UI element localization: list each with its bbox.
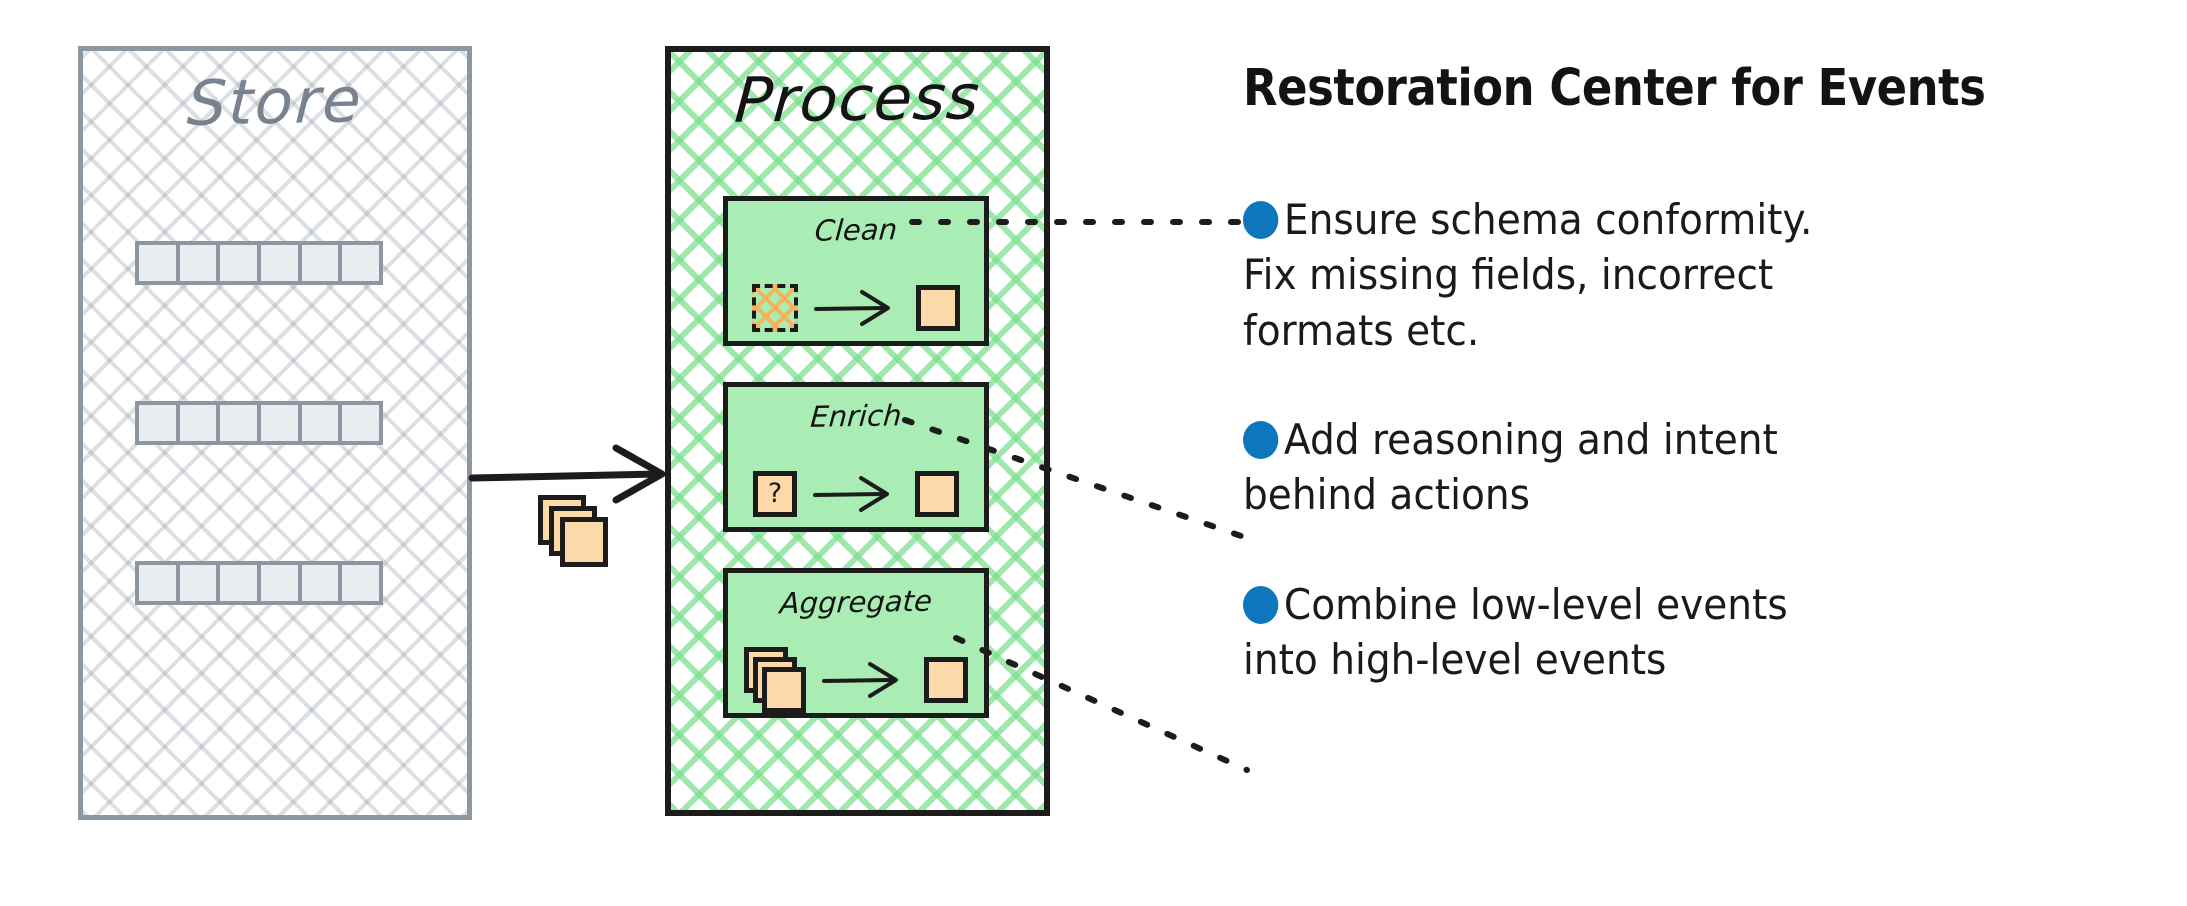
store-cell — [220, 405, 262, 441]
document-square-icon — [762, 667, 806, 713]
question-square-icon: ? — [753, 471, 797, 517]
store-cell — [301, 565, 343, 601]
store-cell — [179, 565, 221, 601]
store-cell — [220, 565, 262, 601]
document-stack-icon — [744, 647, 806, 713]
right-arrow-icon — [813, 476, 889, 512]
note-line: behind actions — [1243, 470, 1530, 520]
store-row — [135, 401, 383, 445]
store-cell — [342, 565, 380, 601]
store-cell — [179, 245, 221, 281]
store-cell — [139, 405, 180, 441]
page-title: Restoration Center for Events — [1243, 59, 1986, 118]
store-to-process-arrow-icon — [468, 444, 666, 504]
store-cell — [342, 245, 380, 281]
store-cell — [139, 245, 180, 281]
store-cell — [301, 405, 343, 441]
process-stage-enrich: Enrich ? — [723, 382, 989, 532]
document-square-icon — [916, 285, 960, 331]
store-title: Store — [185, 63, 365, 140]
note-text: Add reasoning and intent — [1283, 415, 1778, 464]
process-panel: Process Clean Enrich ? — [665, 46, 1050, 816]
blue-dot-bullet-icon — [1243, 586, 1279, 624]
stage-label: Aggregate — [778, 583, 934, 621]
stage-label: Enrich — [809, 398, 903, 434]
right-arrow-icon — [814, 290, 890, 326]
note-text: Ensure schema conformity. — [1283, 195, 1813, 244]
hatched-dashed-square-icon — [752, 284, 798, 332]
question-glyph: ? — [767, 478, 783, 509]
store-cell — [139, 565, 180, 601]
note-line: into high-level events — [1243, 635, 1667, 685]
store-cell — [261, 245, 302, 281]
process-stage-aggregate: Aggregate — [723, 568, 989, 718]
right-arrow-icon — [822, 662, 898, 698]
store-row — [135, 241, 383, 285]
stage-body: ? — [728, 459, 984, 529]
stage-label: Clean — [813, 212, 899, 248]
blue-dot-bullet-icon — [1243, 201, 1279, 239]
document-square-icon — [924, 657, 968, 703]
store-cell — [261, 565, 302, 601]
events-document-stack-icon — [538, 495, 618, 575]
note-line: Add reasoning and intent — [1243, 412, 2043, 467]
note-line: Fix missing fields, incorrect — [1243, 250, 1774, 300]
notes-panel: Restoration Center for Events Ensure sch… — [1243, 59, 2153, 684]
store-panel: Store — [78, 46, 472, 820]
store-cell — [220, 245, 262, 281]
note-line: Combine low-level events — [1243, 577, 2043, 632]
blue-dot-bullet-icon — [1243, 421, 1279, 459]
note-line: Ensure schema conformity. — [1243, 192, 2043, 247]
store-cell — [179, 405, 221, 441]
stage-body — [728, 645, 984, 715]
note-item: Ensure schema conformity. Fix missing fi… — [1243, 192, 2033, 358]
process-stage-clean: Clean — [723, 196, 989, 346]
note-line: formats etc. — [1243, 305, 1480, 355]
process-title: Process — [732, 60, 983, 137]
note-item: Combine low-level events into high-level… — [1243, 577, 2033, 688]
store-cell — [261, 405, 302, 441]
note-text: Combine low-level events — [1283, 580, 1788, 629]
document-square-icon — [915, 471, 959, 517]
stage-body — [728, 273, 984, 343]
store-row — [135, 561, 383, 605]
store-cell — [301, 245, 343, 281]
note-item: Add reasoning and intent behind actions — [1243, 412, 2033, 523]
document-square-icon — [560, 517, 608, 567]
store-cell — [342, 405, 380, 441]
